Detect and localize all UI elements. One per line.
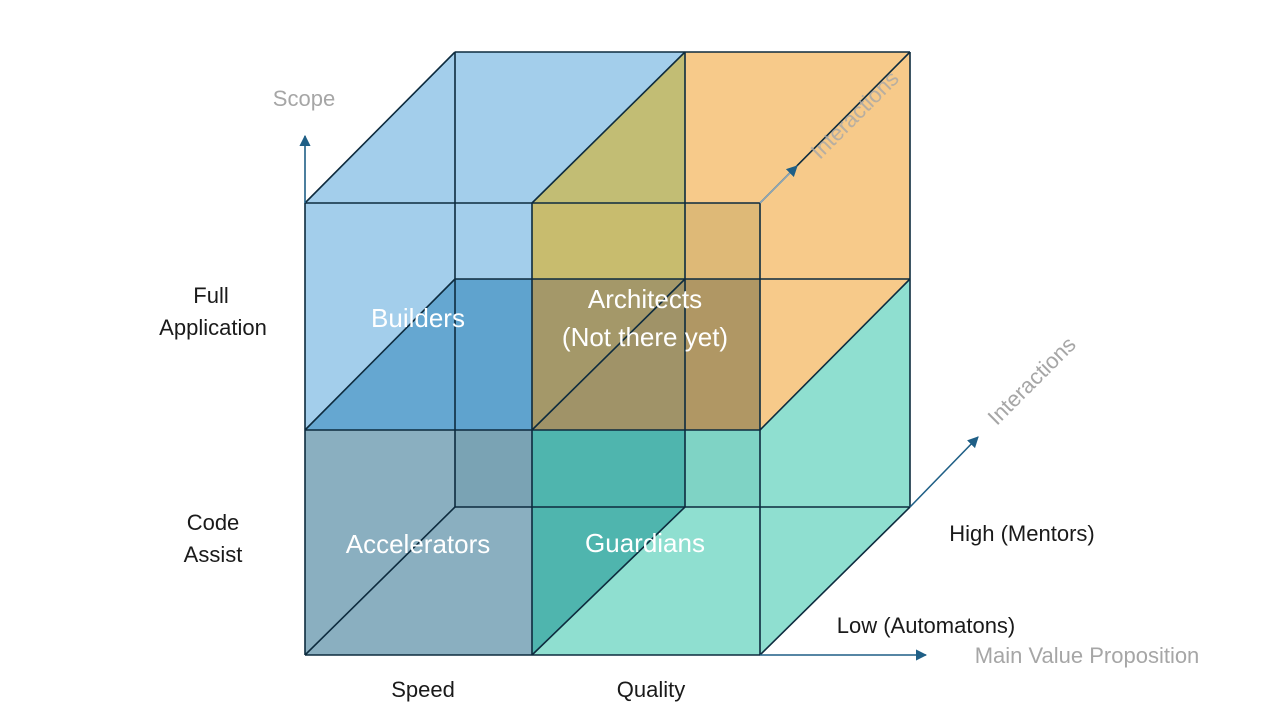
row-label-code-line1: Code xyxy=(187,510,240,535)
axis-title-interactions: Interactions xyxy=(983,332,1081,430)
axis-title-value: Main Value Proposition xyxy=(975,643,1200,668)
interactions-axis-arrow-faint xyxy=(759,165,798,204)
row-label-full-line2: Application xyxy=(159,315,267,340)
column-label-speed: Speed xyxy=(391,677,455,702)
architects-sublabel: (Not there yet) xyxy=(562,322,728,352)
guardians-cube xyxy=(532,279,910,655)
guardians-label: Guardians xyxy=(585,528,705,558)
accelerators-label: Accelerators xyxy=(346,529,491,559)
depth-label-low: Low (Automatons) xyxy=(837,613,1016,638)
row-label-full-line1: Full xyxy=(193,283,228,308)
depth-label-high: High (Mentors) xyxy=(949,521,1094,546)
builders-label: Builders xyxy=(371,303,465,333)
axis-arrows xyxy=(299,134,979,661)
row-label-code-line2: Assist xyxy=(184,542,243,567)
column-label-quality: Quality xyxy=(617,677,685,702)
interactions-axis-arrow xyxy=(909,436,979,508)
cube-edges xyxy=(304,51,911,656)
architects-label: Architects xyxy=(588,284,702,314)
axis-title-scope: Scope xyxy=(273,86,335,111)
